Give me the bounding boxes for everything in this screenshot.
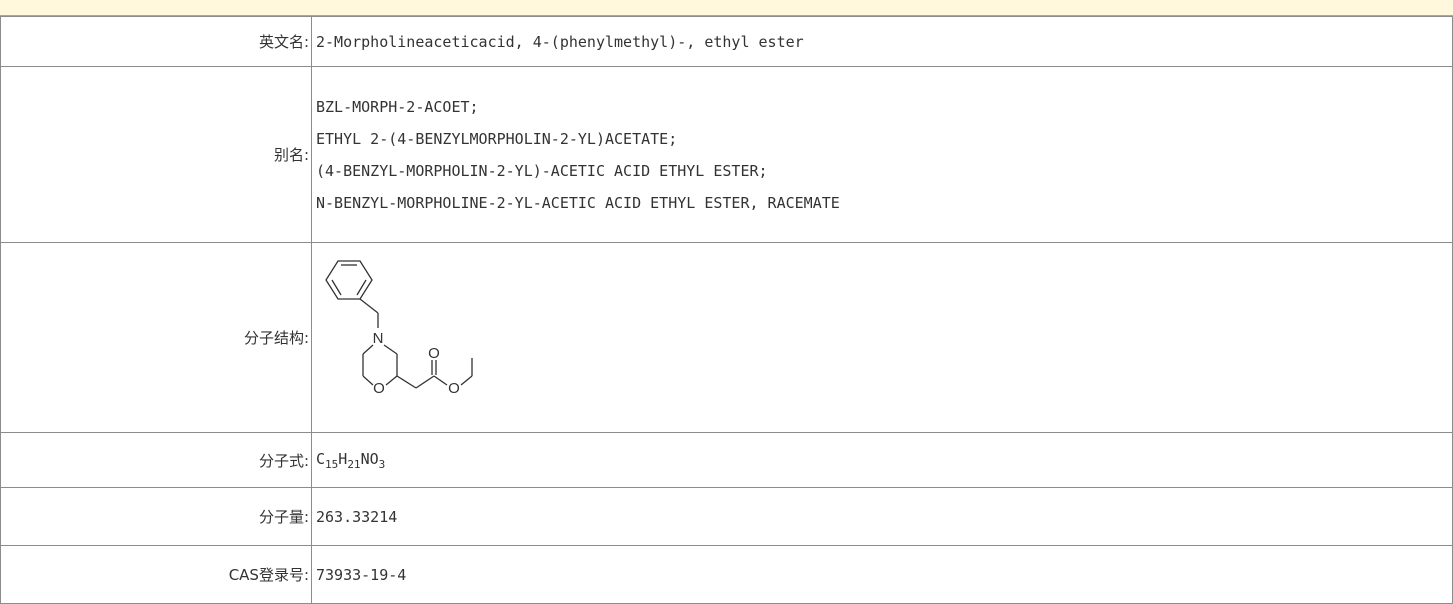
- aliases-value: BZL-MORPH-2-ACOET; ETHYL 2-(4-BENZYLMORP…: [311, 66, 1453, 243]
- english-name-value: 2-Morpholineaceticacid, 4-(phenylmethyl)…: [311, 16, 1453, 67]
- atom-o-carbonyl-label: O: [428, 345, 440, 362]
- table-row-cas: CAS登录号: 73933-19-4: [0, 545, 1453, 604]
- formula-part: NO: [360, 449, 379, 468]
- formula-value: C15H21NO3: [311, 432, 1453, 488]
- aliases-label: 别名:: [0, 66, 312, 243]
- table-row-formula: 分子式: C15H21NO3: [0, 432, 1453, 488]
- formula-part: 15: [325, 457, 339, 471]
- table-row-aliases: 别名: BZL-MORPH-2-ACOET; ETHYL 2-(4-BENZYL…: [0, 66, 1453, 243]
- atom-o-ring-label: O: [373, 380, 385, 397]
- formula-label: 分子式:: [0, 432, 312, 488]
- cas-label: CAS登录号:: [0, 545, 312, 604]
- alias-item: BZL-MORPH-2-ACOET;: [316, 97, 479, 116]
- structure-cell: N O O O: [311, 242, 1453, 433]
- formula-part: C: [316, 449, 326, 468]
- atom-o-ester-label: O: [448, 380, 460, 397]
- formula-part: H: [338, 449, 348, 468]
- alias-item: (4-BENZYL-MORPHOLIN-2-YL)-ACETIC ACID ET…: [316, 161, 768, 180]
- structure-label: 分子结构:: [0, 242, 312, 433]
- header-band: [0, 0, 1453, 16]
- compound-info-table: 英文名: 2-Morpholineaceticacid, 4-(phenylme…: [0, 16, 1453, 604]
- mol-weight-value: 263.33214: [311, 487, 1453, 546]
- molecular-structure-image: N O O O: [325, 259, 473, 397]
- table-row-english-name: 英文名: 2-Morpholineaceticacid, 4-(phenylme…: [0, 16, 1453, 67]
- english-name-label: 英文名:: [0, 16, 312, 67]
- alias-item: N-BENZYL-MORPHOLINE-2-YL-ACETIC ACID ETH…: [316, 193, 840, 212]
- formula-part: 3: [378, 457, 386, 471]
- formula-part: 21: [347, 457, 361, 471]
- atom-n-label: N: [373, 330, 384, 347]
- mol-weight-label: 分子量:: [0, 487, 312, 546]
- cas-value: 73933-19-4: [311, 545, 1453, 604]
- alias-item: ETHYL 2-(4-BENZYLMORPHOLIN-2-YL)ACETATE;: [316, 129, 678, 148]
- table-row-mol-weight: 分子量: 263.33214: [0, 487, 1453, 546]
- table-row-structure: 分子结构:: [0, 242, 1453, 433]
